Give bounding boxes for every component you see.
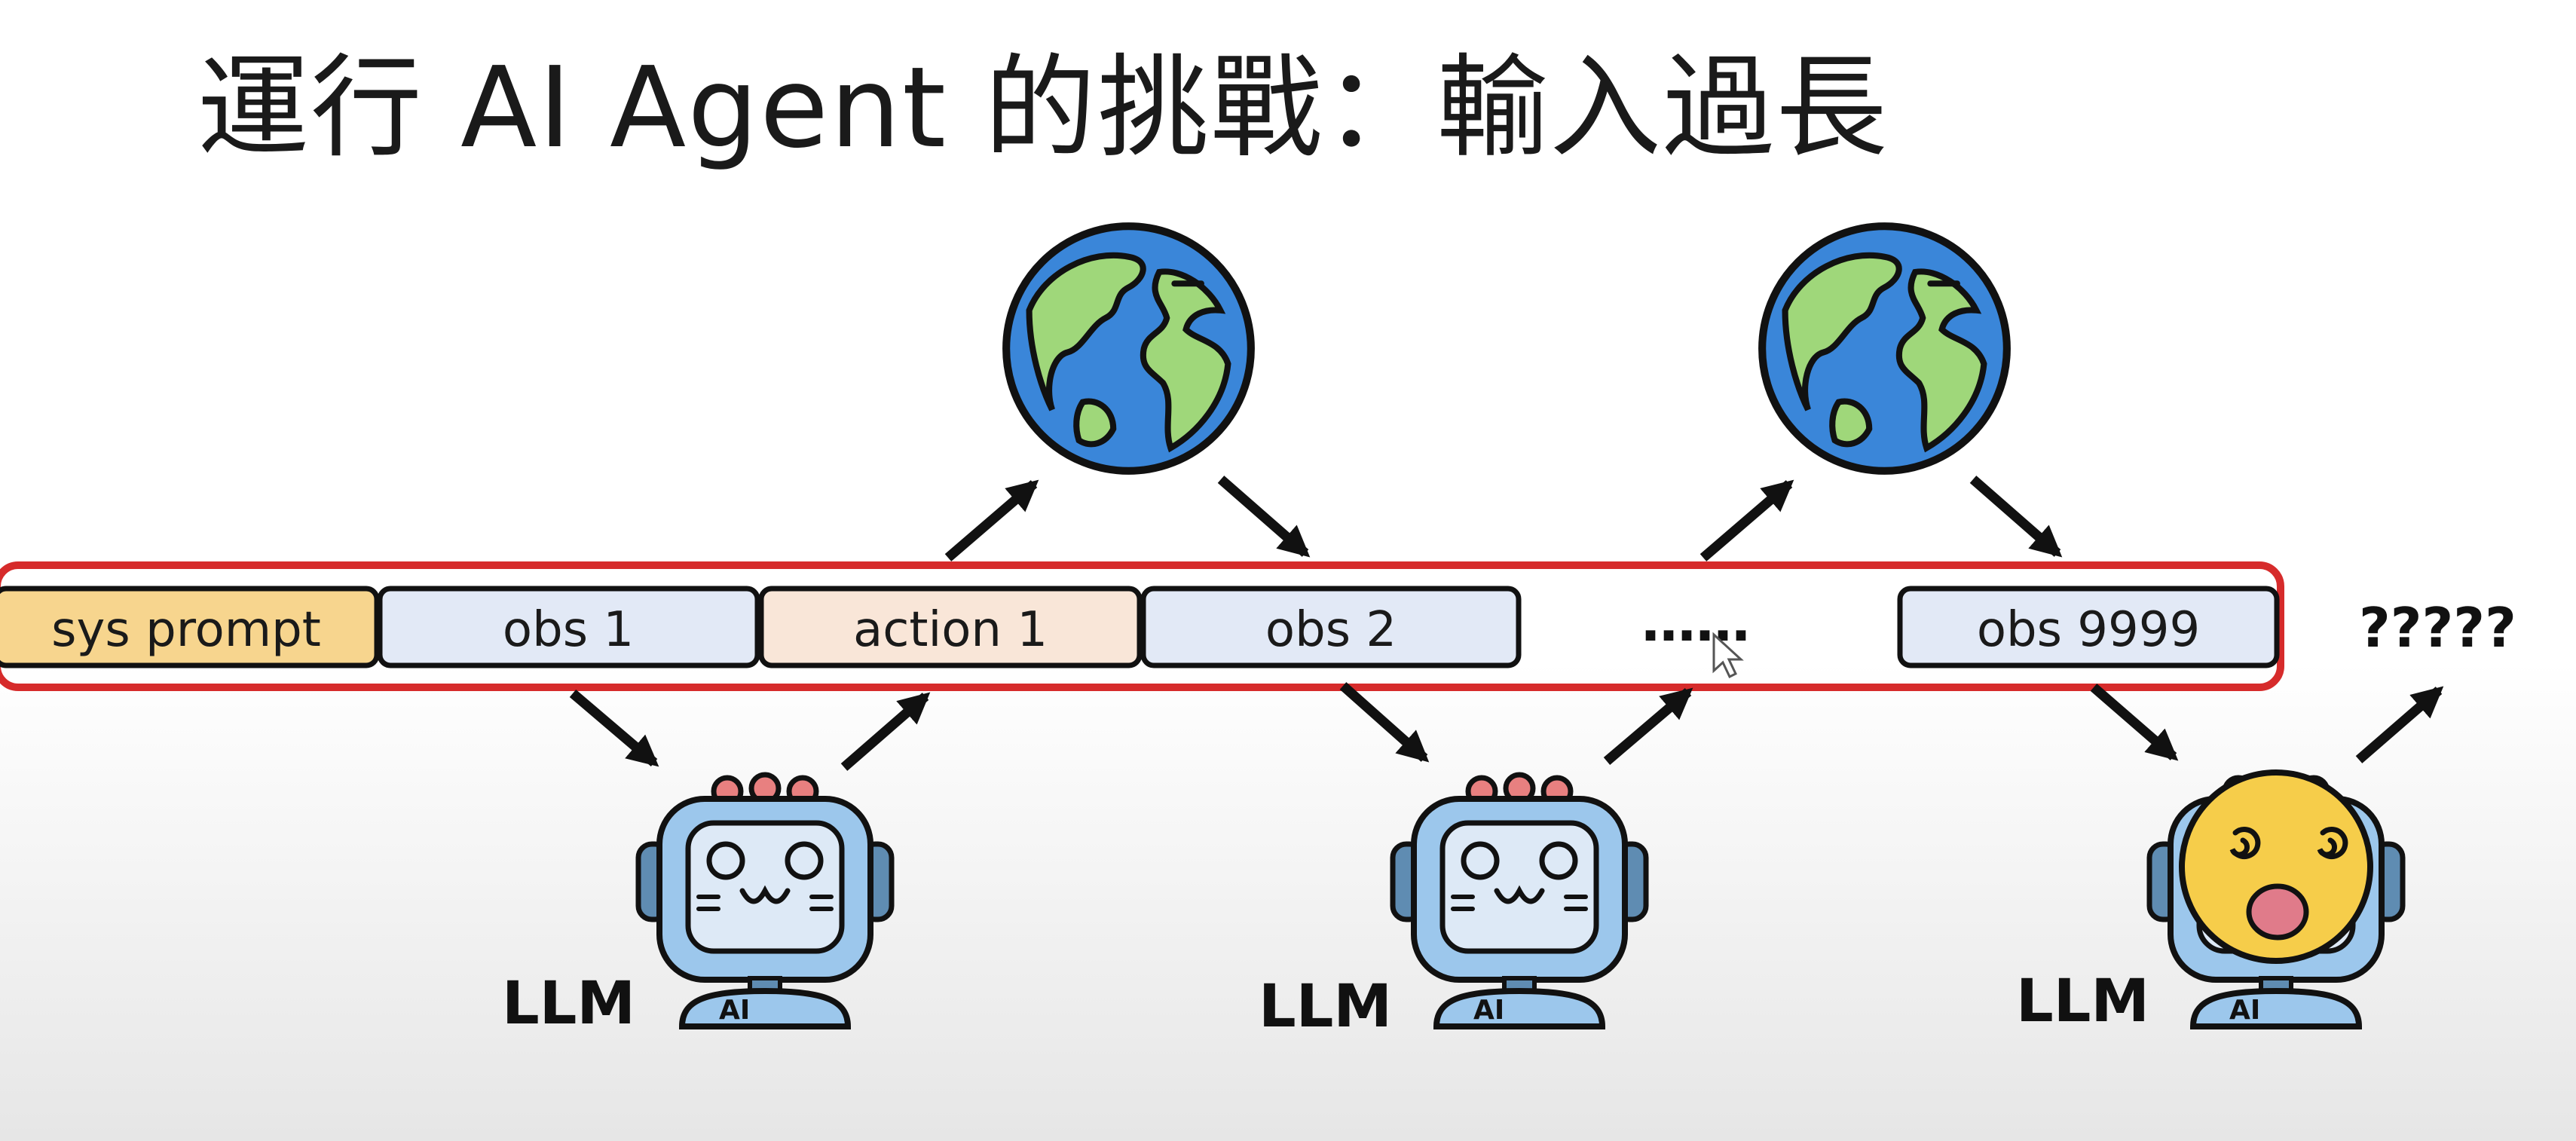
cell-action-1: action 1 xyxy=(758,586,1143,668)
mouse-cursor-icon xyxy=(1712,632,1744,679)
cell-obs-9999: obs 9999 xyxy=(1897,586,2280,668)
arrow xyxy=(1603,687,1693,765)
arrow xyxy=(1339,682,1430,763)
arrow xyxy=(1969,476,2063,558)
globe-icon xyxy=(1006,226,1251,471)
dizzy-face-robot-icon: AI xyxy=(2149,769,2403,1026)
cell-obs-1-label: obs 1 xyxy=(503,602,634,658)
cell-obs-2: obs 2 xyxy=(1140,586,1522,668)
arrow xyxy=(840,692,931,771)
cell-sys-prompt: sys prompt xyxy=(0,586,380,668)
cell-action-1-label: action 1 xyxy=(853,602,1048,658)
cell-obs-1: obs 1 xyxy=(377,586,760,668)
slide-title: 運行 AI Agent 的挑戰：輸入過長 xyxy=(197,43,1889,173)
overflow-output: ????? xyxy=(2359,596,2516,659)
robot-chest-label: AI xyxy=(2229,995,2260,1026)
robot-icon: AI xyxy=(1393,775,1646,1026)
robot-chest-label: AI xyxy=(719,995,750,1026)
cell-obs-9999-label: obs 9999 xyxy=(1977,602,2200,658)
llm-label: LLM xyxy=(2016,968,2149,1035)
cell-obs-2-label: obs 2 xyxy=(1265,602,1397,658)
arrow xyxy=(2090,684,2179,761)
llm-label: LLM xyxy=(502,970,635,1038)
arrow xyxy=(1217,476,1311,558)
cell-sys-prompt-label: sys prompt xyxy=(51,602,321,658)
arrow xyxy=(944,479,1039,561)
context-window-frame xyxy=(0,561,2284,691)
llm-label: LLM xyxy=(1259,973,1392,1041)
robot-icon: AI xyxy=(638,775,892,1026)
arrow xyxy=(569,690,659,767)
robot-chest-label: AI xyxy=(1473,995,1504,1026)
globe-icon xyxy=(1762,226,2007,471)
arrow xyxy=(2355,686,2444,763)
arrow xyxy=(1699,479,1794,561)
sequence-ellipsis: …… xyxy=(1641,590,1750,653)
